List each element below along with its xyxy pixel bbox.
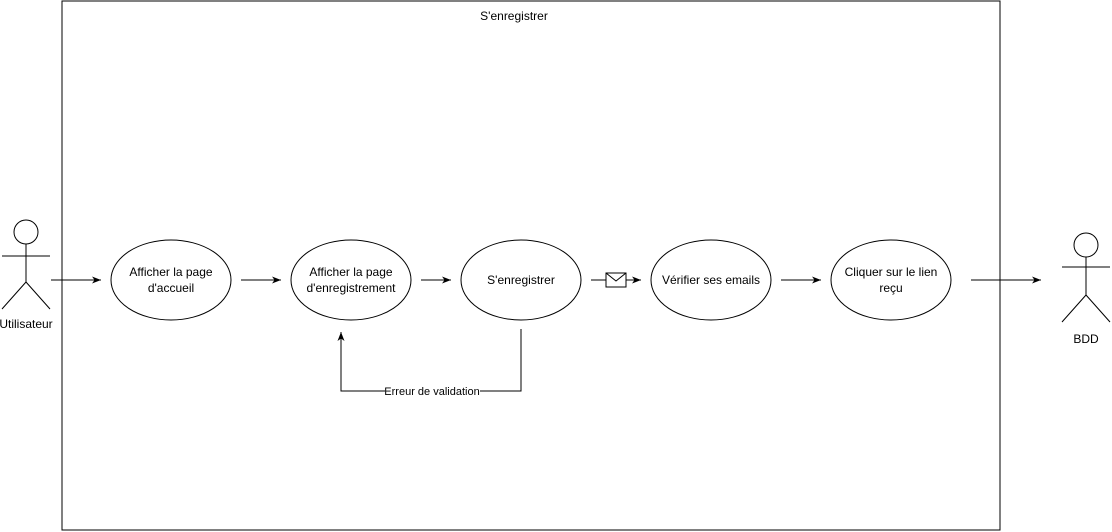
usecase-afficher-enregistrement-label-line2: d'enregistrement bbox=[306, 281, 396, 295]
usecase-afficher-accueil-label-line2: d'accueil bbox=[148, 281, 194, 295]
usecase-afficher-enregistrement-label-line1: Afficher la page bbox=[309, 265, 392, 279]
actor-db bbox=[1061, 232, 1111, 323]
usecase-verifier-emails-label: Vérifier ses emails bbox=[662, 273, 760, 287]
usecase-afficher-accueil: Afficher la page d'accueil bbox=[110, 239, 232, 321]
actor-db-label: BDD bbox=[1073, 332, 1099, 346]
usecase-cliquer-lien-label-line1: Cliquer sur le lien bbox=[845, 265, 938, 279]
usecase-senregistrer: S'enregistrer bbox=[460, 239, 582, 321]
usecase-cliquer-lien-label-line2: reçu bbox=[879, 281, 902, 295]
usecase-senregistrer-label: S'enregistrer bbox=[487, 273, 555, 287]
usecase-verifier-emails: Vérifier ses emails bbox=[650, 239, 772, 321]
edge-label-background bbox=[385, 384, 480, 398]
actor-user-label: Utilisateur bbox=[0, 317, 53, 331]
edge-label-validation-error: Erreur de validation bbox=[384, 386, 479, 398]
system-boundary-title: S'enregistrer bbox=[480, 9, 548, 23]
actor-user bbox=[1, 219, 51, 310]
envelope-icon bbox=[605, 272, 627, 288]
usecase-afficher-accueil-label-line1: Afficher la page bbox=[129, 265, 212, 279]
usecase-cliquer-lien: Cliquer sur le lien reçu bbox=[830, 239, 952, 321]
usecase-afficher-enregistrement: Afficher la page d'enregistrement bbox=[290, 239, 412, 321]
